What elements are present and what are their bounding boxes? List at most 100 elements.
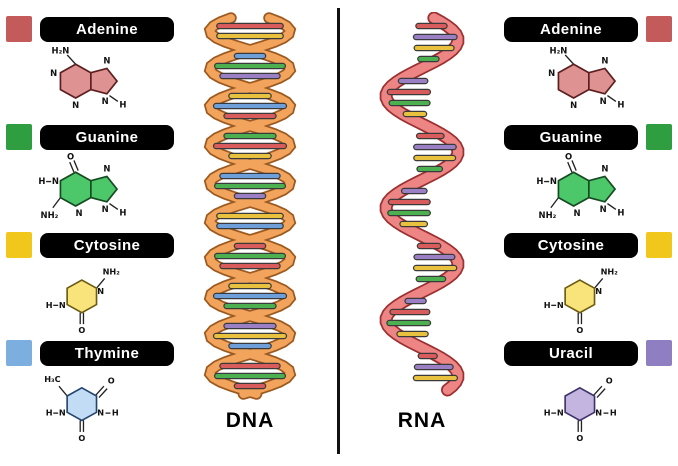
uracil-label: Uracil [504, 340, 638, 366]
atom-label: H [544, 300, 551, 310]
atom-label: N [601, 55, 608, 65]
atom-label: H [38, 176, 45, 186]
base-block-guanine-right: Guanine O H N NH₂ N N N [504, 124, 672, 232]
guanine-label: Guanine [504, 124, 638, 150]
atom-label: NH₂ [601, 266, 619, 276]
guanine-structure: O H N NH₂ N N N H [536, 152, 624, 220]
bond-lines [46, 160, 119, 210]
atom-label: H [617, 99, 624, 109]
atom-label: N [595, 286, 602, 296]
bond-lines [66, 54, 119, 102]
atom-label: H [119, 99, 126, 109]
cytosine-label: Cytosine [504, 232, 638, 258]
atom-label: O [576, 433, 583, 443]
atom-label: N [103, 55, 110, 65]
pyrimidine-ring [564, 386, 596, 422]
adenine-structure: H₂N N N N N H [50, 45, 126, 110]
base-block-uracil-right: Uracil O N H O N H [504, 340, 672, 448]
adenine-label: Adenine [504, 16, 638, 42]
cytosine-header-right: Cytosine [504, 232, 672, 258]
cytosine-color-swatch [6, 232, 32, 258]
purine-six-ring [557, 171, 590, 208]
atom-label: N [52, 176, 59, 186]
atom-label: N [50, 68, 57, 78]
atom-label: H [46, 408, 53, 418]
bond-lines [551, 385, 609, 432]
purine-five-ring [90, 67, 119, 95]
atom-label: H [112, 408, 119, 418]
atom-label: N [600, 204, 607, 214]
atom-label: N [600, 96, 607, 106]
guanine-label: Guanine [40, 124, 174, 150]
atom-label: N [97, 286, 104, 296]
base-block-adenine-right: Adenine H₂N N N N N H [504, 16, 672, 124]
atom-label: H [119, 207, 126, 217]
atom-label: N [59, 408, 66, 418]
purine-six-ring [557, 63, 590, 100]
adenine-header-right: Adenine [504, 16, 672, 42]
atom-label: N [573, 208, 580, 218]
atom-label: NH₂ [539, 210, 557, 220]
thymine-header-left: Thymine [6, 340, 174, 366]
bond-lines [544, 160, 617, 210]
atom-label: H [610, 408, 617, 418]
atom-label: N [548, 68, 555, 78]
atom-label: O [565, 152, 572, 162]
base-block-cytosine-right: Cytosine NH₂ N O N H [504, 232, 672, 340]
atom-label: N [97, 408, 104, 418]
guanine-color-swatch [646, 124, 672, 150]
rna-helix-illustration [379, 11, 465, 397]
uracil-color-swatch [646, 340, 672, 366]
base-block-guanine-left: Guanine O H N NH₂ N N N H [6, 124, 174, 232]
atom-label: O [78, 325, 85, 335]
atom-label: N [102, 96, 109, 106]
atom-label: O [67, 152, 74, 162]
atom-label: H [536, 176, 543, 186]
pyrimidine-ring [66, 279, 98, 314]
bond-lines [551, 277, 604, 325]
atom-label: O [78, 433, 85, 443]
dna-helix-illustration [203, 12, 297, 400]
atom-label: H₃C [44, 374, 60, 384]
guanine-color-swatch [6, 124, 32, 150]
atom-label: H [544, 408, 551, 418]
bond-lines [53, 277, 106, 325]
atom-label: N [595, 408, 602, 418]
purine-six-ring [59, 171, 92, 208]
adenine-label: Adenine [40, 16, 174, 42]
atom-label: H₂N [52, 45, 70, 55]
atom-label: N [102, 204, 109, 214]
thymine-label: Thymine [40, 340, 174, 366]
adenine-color-swatch [6, 16, 32, 42]
rna-heading: RNA [397, 409, 447, 432]
atom-label: N [75, 208, 82, 218]
adenine-structure: H₂N N N N N H [548, 45, 624, 110]
divider-line [337, 8, 340, 454]
atom-label: O [606, 376, 613, 386]
cytosine-structure: NH₂ N O N H [544, 266, 619, 335]
thymine-structure: H₃C O N H O N H [44, 374, 119, 443]
atom-label: N [557, 300, 564, 310]
atom-label: N [601, 163, 608, 173]
atom-label: N [570, 100, 577, 110]
bond-lines [53, 385, 111, 432]
base-block-cytosine-left: Cytosine NH₂ N O N H [6, 232, 174, 340]
uracil-structure: O N H O N H [544, 376, 617, 443]
guanine-header-right: Guanine [504, 124, 672, 150]
atom-label: N [550, 176, 557, 186]
purine-five-ring [90, 175, 119, 203]
atom-label: N [103, 163, 110, 173]
dna-column: DNA [180, 12, 320, 433]
atom-label: O [108, 376, 115, 386]
guanine-structure: O H N NH₂ N N N H [38, 152, 126, 220]
atom-label: NH₂ [41, 210, 59, 220]
base-block-adenine-left: Adenine H₂N N N N N H [6, 16, 174, 124]
cytosine-color-swatch [646, 232, 672, 258]
atom-label: H [46, 300, 53, 310]
cytosine-structure: NH₂ N O N H [46, 266, 121, 335]
bond-lines [564, 54, 617, 102]
uracil-header-right: Uracil [504, 340, 672, 366]
adenine-color-swatch [646, 16, 672, 42]
dna-bases-panel: Adenine H₂N N N N N H Guanine [6, 16, 174, 448]
